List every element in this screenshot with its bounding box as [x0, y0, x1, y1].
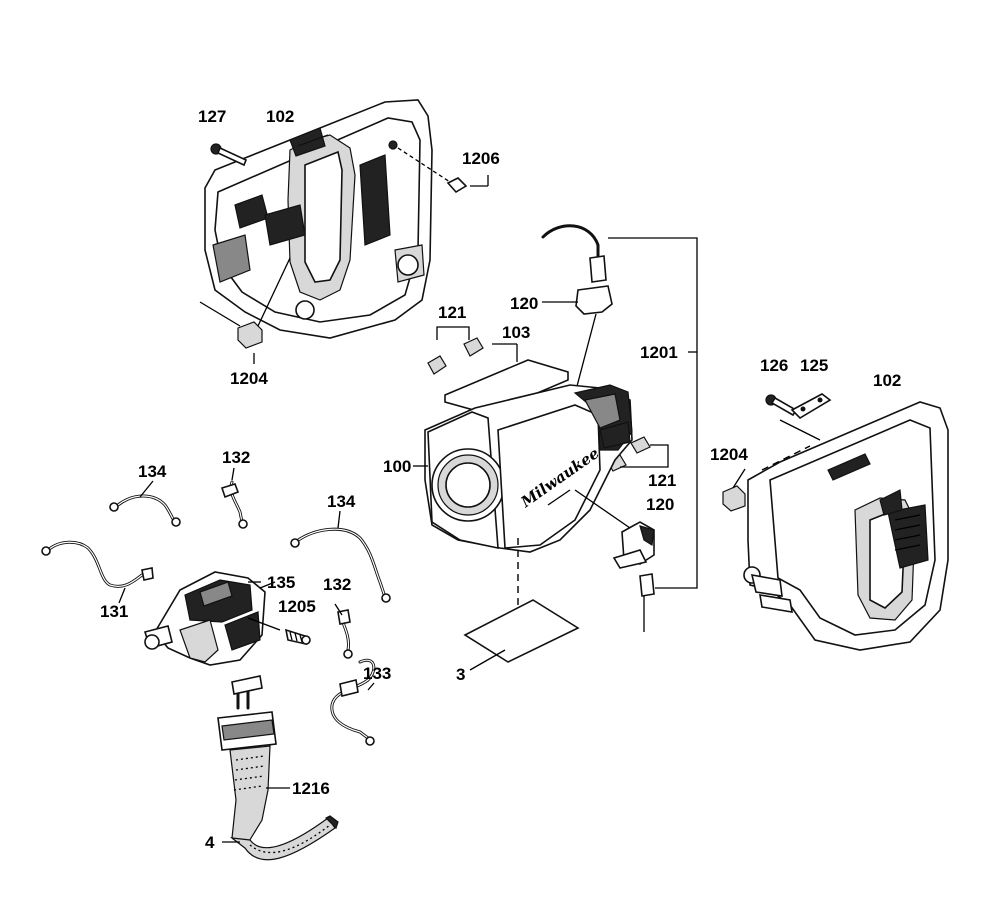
- pin-1206: [397, 147, 468, 194]
- terminal-132-mid: [337, 609, 353, 659]
- screw-127: [210, 143, 248, 167]
- screw-1205: [284, 628, 311, 646]
- label-125: 125: [800, 356, 828, 375]
- switch-assembly-135: [143, 571, 281, 666]
- cube-1204-left: [199, 257, 291, 349]
- label-1204-left: 1204: [230, 369, 268, 388]
- label-1201: 1201: [640, 343, 678, 362]
- motor-housing-100: Milwaukee: [424, 384, 633, 640]
- cube-1204-right: [722, 485, 746, 512]
- switch-120: [574, 489, 655, 632]
- label-121-right: 121: [648, 471, 676, 490]
- label-3: 3: [456, 665, 465, 684]
- label-132-top: 132: [222, 448, 250, 467]
- power-cord-4: [229, 815, 339, 861]
- left-housing-half: [204, 99, 433, 339]
- label-1205: 1205: [278, 597, 316, 616]
- cord-1216: [217, 675, 277, 849]
- label-131: 131: [100, 602, 128, 621]
- label-1206: 1206: [462, 149, 500, 168]
- label-135: 135: [267, 573, 295, 592]
- leader-lines: [118, 175, 746, 843]
- wire-harness-1201: [541, 224, 698, 589]
- label-134-left: 134: [138, 462, 167, 481]
- label-102-left: 102: [266, 107, 294, 126]
- clip-125: [790, 393, 832, 420]
- label-120-top: 120: [510, 294, 538, 313]
- wire-133: [330, 658, 376, 746]
- label-plate-3: [463, 599, 580, 671]
- label-120-right: 120: [646, 495, 674, 514]
- right-housing-half: [743, 401, 949, 651]
- label-132-mid: 132: [323, 575, 351, 594]
- part-number-labels: 127 102 1206 1204 121 120 103 1201 126 1…: [100, 107, 901, 852]
- label-1204-right: 1204: [710, 445, 748, 464]
- label-134-mid: 134: [327, 492, 356, 511]
- label-133: 133: [363, 664, 391, 683]
- screw-126: [765, 394, 798, 417]
- label-1216: 1216: [292, 779, 330, 798]
- label-127: 127: [198, 107, 226, 126]
- label-102-right: 102: [873, 371, 901, 390]
- label-126: 126: [760, 356, 788, 375]
- brushes-121-top: [427, 326, 484, 375]
- wire-131: [41, 540, 154, 588]
- label-100: 100: [383, 457, 411, 476]
- wire-134-mid: [290, 527, 391, 603]
- label-103: 103: [502, 323, 530, 342]
- label-121-top: 121: [438, 303, 466, 322]
- terminal-132-top: [220, 480, 248, 529]
- label-4: 4: [205, 833, 215, 852]
- wire-134-left: [109, 494, 181, 527]
